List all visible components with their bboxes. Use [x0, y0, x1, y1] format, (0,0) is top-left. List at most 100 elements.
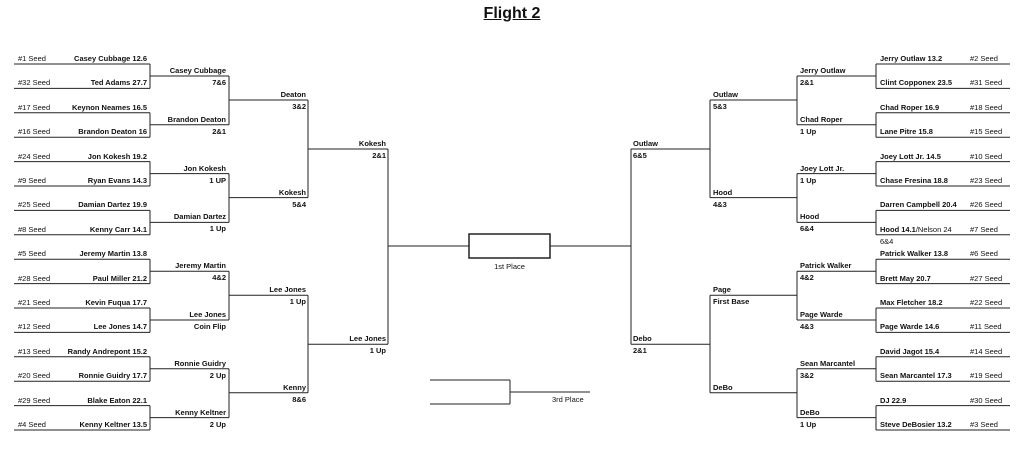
- player-name: Hood: [713, 187, 733, 197]
- player-name: Ted Adams 27.7: [90, 78, 147, 88]
- player-name: Lee Jones: [269, 285, 306, 295]
- player-name: Keynon Neames 16.5: [71, 102, 147, 112]
- player-name: Chase Fresina 18.8: [880, 176, 948, 185]
- player-name: Max Fletcher 18.2: [880, 298, 943, 307]
- right-r1-note: 6&4: [880, 237, 894, 246]
- seed-label: #4 Seed: [18, 420, 46, 429]
- match-score: 5&4: [292, 199, 306, 209]
- match-score: 2&1: [800, 78, 814, 87]
- seed-label: #29 Seed: [18, 395, 51, 405]
- player-name: Brett May 20.7: [880, 273, 931, 283]
- match-score: 1 Up: [209, 224, 226, 234]
- player-name: Ryan Evans 14.3: [87, 176, 147, 185]
- player-name: Page Warde: [800, 310, 843, 319]
- player-name: Lane Pitre 15.8: [880, 127, 933, 137]
- player-name: Kenny: [283, 382, 306, 392]
- match-score: 2 Up: [209, 419, 226, 429]
- player-name: Kenny Carr 14.1: [89, 224, 147, 234]
- player-name: David Jagot 15.4: [880, 346, 940, 356]
- player-name: Patrick Walker: [800, 261, 852, 271]
- seed-label: #16 Seed: [18, 127, 51, 137]
- player-name: Deaton: [280, 90, 306, 99]
- player-name: Page Warde 14.6: [880, 322, 940, 332]
- player-name: Outlaw: [633, 139, 659, 148]
- player-name: Joey Lott Jr.: [800, 163, 845, 173]
- match-score: 2 Up: [209, 370, 226, 380]
- player-name: Damian Dartez 19.9: [78, 200, 147, 210]
- seed-label: #20 Seed: [18, 371, 51, 381]
- player-name: Darren Campbell 20.4: [880, 200, 957, 210]
- match-score: 1 Up: [800, 126, 817, 136]
- player-name: Chad Roper 16.9: [880, 102, 940, 112]
- player-name-extra: /Nelson 24: [915, 224, 952, 234]
- player-name: Kevin Fuqua 17.7: [85, 298, 147, 307]
- seed-label: #18 Seed: [970, 102, 1003, 112]
- match-score: 2&1: [372, 151, 386, 160]
- player-name: Kenny Keltner: [175, 407, 226, 417]
- player-name: Sean Marcantel 17.3: [880, 371, 952, 381]
- match-score: 1 Up: [800, 175, 817, 185]
- player-name: Hood 14.1: [880, 224, 916, 234]
- seed-label: #9 Seed: [18, 176, 46, 185]
- player-name: Joey Lott Jr. 14.5: [880, 151, 941, 161]
- player-name: Ronnie Guidry: [174, 358, 226, 368]
- seed-label: #6 Seed: [970, 249, 998, 259]
- seed-label: #11 Seed: [970, 322, 1002, 332]
- seed-label: #1 Seed: [18, 54, 46, 63]
- seed-label: #25 Seed: [18, 200, 51, 210]
- match-score: 2&1: [633, 346, 647, 356]
- match-score: First Base: [713, 297, 750, 307]
- seed-label: #3 Seed: [970, 420, 998, 429]
- match-score: 1 Up: [289, 297, 306, 307]
- match-score: 6&4: [800, 224, 814, 234]
- player-name: DeBo: [800, 407, 820, 417]
- player-name: DeBo: [713, 382, 733, 392]
- player-name: Kokesh: [278, 187, 306, 197]
- match-score: 4&2: [800, 273, 814, 283]
- match-score: 7&6: [212, 78, 226, 87]
- match-score: 6&5: [633, 151, 647, 160]
- seed-label: #21 Seed: [18, 298, 51, 307]
- seed-label: #13 Seed: [18, 346, 51, 356]
- player-name: DJ 22.9: [880, 395, 907, 405]
- player-name: Sean Marcantel: [800, 358, 856, 368]
- seed-label: #2 Seed: [970, 54, 998, 63]
- player-name: Paul Miller 21.2: [92, 273, 147, 283]
- match-score: Coin Flip: [193, 322, 226, 331]
- player-name: Jerry Outlaw 13.2: [880, 54, 943, 63]
- seed-label: #19 Seed: [970, 371, 1003, 381]
- seed-label: #15 Seed: [970, 127, 1003, 137]
- player-name: Lee Jones: [189, 310, 226, 319]
- player-name: Brandon Deaton: [167, 114, 226, 124]
- match-score: 3&2: [800, 370, 814, 380]
- seed-label: #27 Seed: [970, 273, 1003, 283]
- seed-label: #24 Seed: [18, 151, 51, 161]
- seed-label: #22 Seed: [970, 298, 1003, 307]
- player-name: Damian Dartez: [173, 212, 226, 222]
- seed-label: #7 Seed: [970, 224, 998, 234]
- player-name: Kenny Keltner 13.5: [79, 420, 147, 429]
- player-name: Randy Andrepont 15.2: [67, 346, 147, 356]
- match-score: 4&2: [212, 273, 226, 283]
- player-name-group: Hood 14.1/Nelson 24: [880, 225, 952, 234]
- seed-label: #32 Seed: [18, 78, 51, 88]
- player-name: Kokesh: [358, 139, 386, 148]
- match-score: 1 Up: [369, 346, 386, 356]
- player-name: Steve DeBosier 13.2: [880, 420, 952, 429]
- player-name: Patrick Walker 13.8: [880, 249, 949, 259]
- match-score: 5&3: [713, 102, 727, 111]
- player-name: Lee Jones: [349, 334, 386, 344]
- player-name: Casey Cubbage: [169, 66, 226, 75]
- player-name: Jeremy Martin 13.8: [79, 249, 147, 259]
- player-name: Ronnie Guidry 17.7: [78, 371, 147, 381]
- seed-label: #12 Seed: [18, 322, 51, 332]
- match-score: 4&3: [800, 322, 814, 331]
- player-name: Page: [713, 285, 731, 295]
- player-name: Brandon Deaton 16: [78, 127, 147, 137]
- match-score: 2&1: [212, 126, 226, 136]
- match-score: 4&3: [713, 199, 727, 209]
- seed-label: #17 Seed: [18, 102, 51, 112]
- seed-label: #30 Seed: [970, 395, 1003, 405]
- match-score: 8&6: [292, 394, 306, 404]
